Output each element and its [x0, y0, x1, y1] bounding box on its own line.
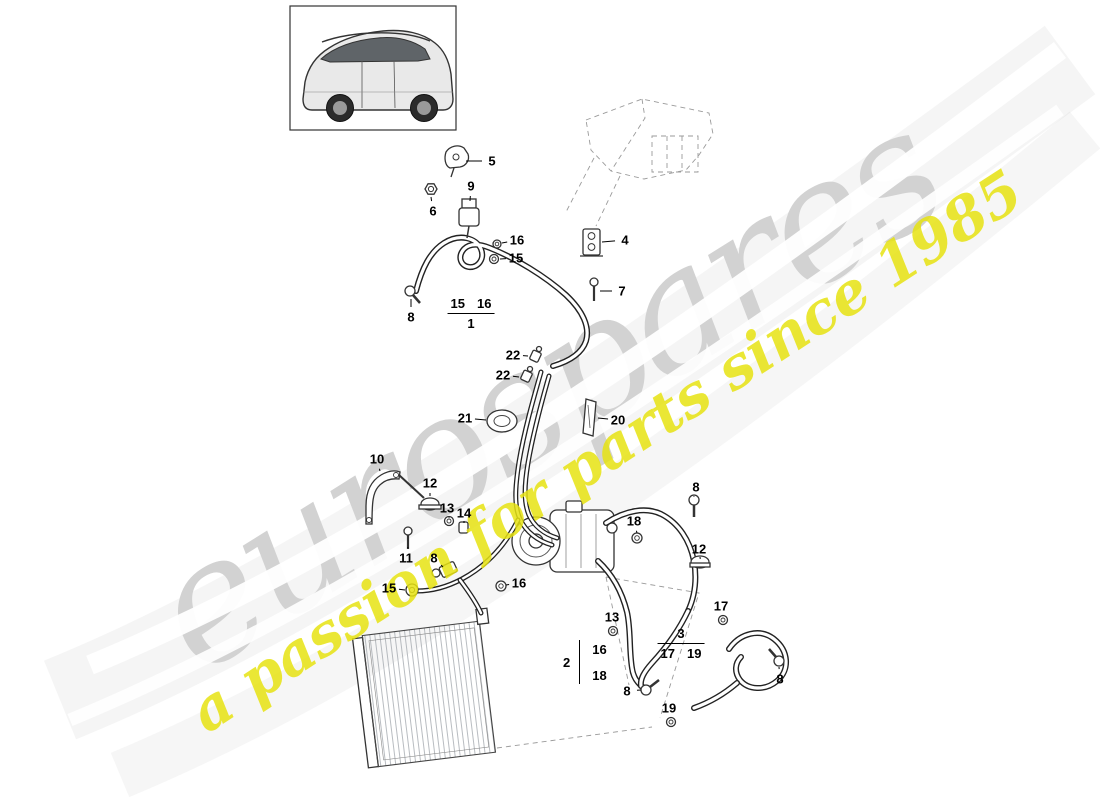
part-label-5: 5 [488, 153, 496, 169]
part-8-bolt-right-upper [688, 494, 700, 517]
compressor [511, 500, 618, 573]
part-10-bracket [365, 470, 425, 525]
vehicle-thumbnail-box [289, 5, 457, 131]
part-label-6: 6 [429, 203, 437, 219]
part-label-11: 11 [399, 550, 413, 566]
part-label-10: 10 [369, 451, 385, 467]
group-bracket [579, 640, 585, 684]
group-number: 19 [687, 646, 702, 661]
swoosh-band-1 [43, 25, 1096, 740]
part-label-7: 7 [618, 283, 626, 299]
part-4-bracket [580, 228, 603, 257]
part-11-screw [403, 526, 413, 549]
part-label-20: 20 [610, 412, 626, 428]
part-22-bolt-b [520, 365, 534, 383]
part-label-15: 15 [508, 250, 524, 266]
part-label-21: 21 [457, 410, 473, 426]
part-label-8: 8 [407, 309, 415, 325]
part-label-16: 16 [511, 575, 527, 591]
group-number: 17 [660, 646, 675, 661]
part-16-oring-upper [492, 239, 502, 249]
group-main-label: 2 [563, 654, 571, 670]
part-12-grommet-right [689, 555, 711, 569]
assembly-label-group-3: 3 17 19 [657, 626, 705, 663]
refrigerant-line-assembly-3 [691, 630, 789, 711]
part-label-13: 13 [439, 500, 455, 516]
part-20-bracket [582, 398, 597, 437]
part-22-bolt-a [529, 345, 543, 363]
part-label-12: 12 [691, 541, 707, 557]
refrigerant-line-assembly-1 [413, 234, 590, 369]
part-8-bolt-bottom-right [768, 648, 785, 667]
part-8-bolt-mid [431, 561, 458, 578]
vehicle-windows [320, 37, 431, 63]
roof-rail [321, 32, 431, 43]
part-18-oring [631, 532, 643, 544]
condenser [351, 607, 497, 769]
part-17-oring [717, 614, 729, 626]
vehicle-drawing [302, 29, 454, 122]
heater-unit-outline [565, 98, 714, 227]
part-label-22: 22 [495, 367, 511, 383]
swoosh-cut-2 [67, 104, 1064, 727]
part-8-bolt-upper [404, 285, 421, 304]
group-main-label: 3 [677, 626, 685, 641]
part-8-bolt-bottom-center [640, 679, 660, 696]
refrigerant-line-assembly-2 [595, 507, 699, 691]
part-label-14: 14 [456, 505, 472, 521]
part-13-washer-right [607, 625, 619, 637]
part-label-15: 15 [381, 580, 397, 596]
group-number: 15 [450, 296, 465, 311]
part-label-8: 8 [692, 479, 700, 495]
part-19-oring [665, 716, 677, 728]
part-label-4: 4 [621, 232, 629, 248]
part-label-17: 17 [713, 598, 729, 614]
group-number: 18 [592, 667, 607, 683]
part-16-oring-lower [495, 580, 507, 592]
part-label-9: 9 [467, 178, 475, 194]
part-label-22: 22 [505, 347, 521, 363]
part-21-grommet [486, 409, 518, 433]
refrigerant-line-to-condenser [414, 517, 521, 616]
group-number: 16 [592, 641, 607, 657]
part-label-8: 8 [776, 671, 784, 687]
part-15-oring-lower [405, 583, 419, 597]
part-5-clamp [444, 145, 470, 178]
part-label-12: 12 [422, 475, 438, 491]
swoosh-cut-1 [86, 42, 1067, 675]
part-7-screw [589, 277, 599, 301]
assembly-label-group-1: 15 16 1 [447, 296, 495, 331]
refrigerant-twin-lines [513, 369, 560, 548]
part-label-13: 13 [604, 609, 620, 625]
part-15-oring-upper [488, 253, 500, 265]
part-9-sensor [458, 198, 480, 239]
part-12-grommet-left [418, 497, 442, 511]
part-label-8: 8 [623, 683, 631, 699]
part-label-19: 19 [661, 700, 677, 716]
part-label-8: 8 [430, 550, 438, 566]
group-main-label: 1 [467, 316, 475, 331]
part-13-washer-left [443, 515, 455, 527]
part-label-16: 16 [509, 232, 525, 248]
group-number: 16 [477, 296, 492, 311]
assembly-label-group-2: 2 16 18 [563, 640, 607, 684]
part-6-nut [424, 183, 438, 195]
part-label-18: 18 [626, 513, 642, 529]
